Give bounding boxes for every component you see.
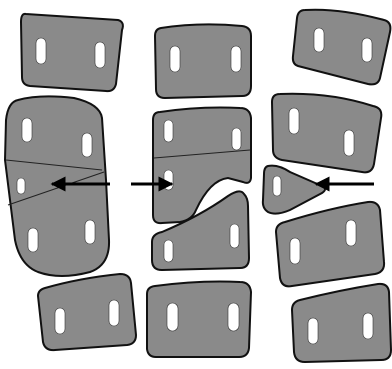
pedicle-hole — [230, 224, 239, 248]
pedicle-hole — [164, 120, 173, 142]
pedicle-hole — [28, 228, 38, 252]
pedicle-hole — [346, 220, 356, 246]
pedicle-hole — [314, 28, 324, 52]
pedicle-hole — [36, 38, 46, 64]
pedicle-hole — [344, 130, 354, 156]
pedicle-hole — [164, 170, 173, 190]
pedicle-hole — [85, 220, 95, 244]
pedicle-hole — [55, 308, 65, 334]
pedicle-hole — [167, 303, 178, 331]
pedicle-hole — [82, 133, 92, 157]
pedicle-hole — [170, 46, 180, 72]
left-wedged-block — [5, 96, 109, 276]
pedicle-hole — [109, 300, 119, 326]
pedicle-hole — [164, 240, 173, 262]
pedicle-hole — [290, 238, 300, 264]
right-column — [263, 10, 391, 362]
pedicle-hole — [228, 303, 239, 331]
middle-column — [147, 24, 251, 357]
pedicle-hole — [95, 42, 105, 68]
pedicle-hole — [232, 128, 241, 150]
middle-upper-block — [155, 24, 251, 98]
right-lower-mid-block — [276, 202, 384, 286]
right-upper-mid-block — [272, 94, 381, 173]
middle-lower-block — [147, 282, 251, 358]
pedicle-hole — [362, 38, 372, 62]
right-upper-block — [293, 10, 391, 85]
right-triangular-wedge — [263, 166, 325, 214]
pedicle-hole — [289, 108, 299, 134]
left-lower-block — [38, 274, 136, 350]
pedicle-hole — [273, 176, 281, 196]
pedicle-hole — [308, 318, 318, 344]
pedicle-hole — [22, 118, 32, 142]
pedicle-hole — [231, 46, 241, 72]
right-lower-block — [292, 284, 391, 362]
pedicle-hole — [363, 313, 373, 339]
pedicle-hole — [17, 178, 25, 194]
left-column — [5, 14, 136, 350]
left-upper-block — [21, 14, 123, 91]
